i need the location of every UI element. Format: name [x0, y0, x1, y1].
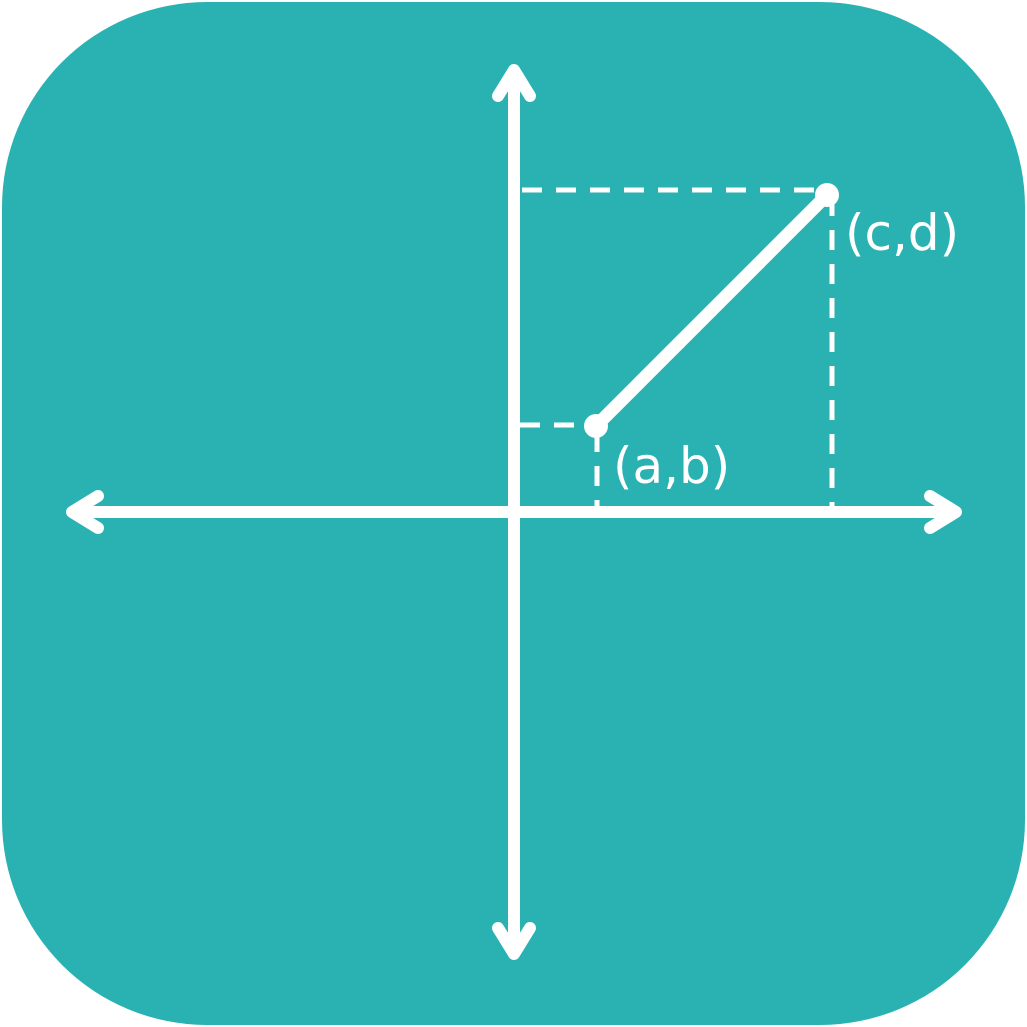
line-segment [589, 189, 833, 433]
y-axis-arrow-up [492, 64, 536, 102]
y-axis-arrow-down [492, 922, 536, 960]
guide-lines [520, 187, 835, 507]
x-axis-arrow-left [66, 490, 104, 534]
point-cd-dot [815, 183, 839, 207]
point-cd-label: (c,d) [845, 204, 959, 262]
x-axis-arrow-right [924, 490, 962, 534]
point-ab-dot [584, 414, 608, 438]
point-ab-label: (a,b) [613, 437, 730, 495]
axes [66, 64, 962, 960]
